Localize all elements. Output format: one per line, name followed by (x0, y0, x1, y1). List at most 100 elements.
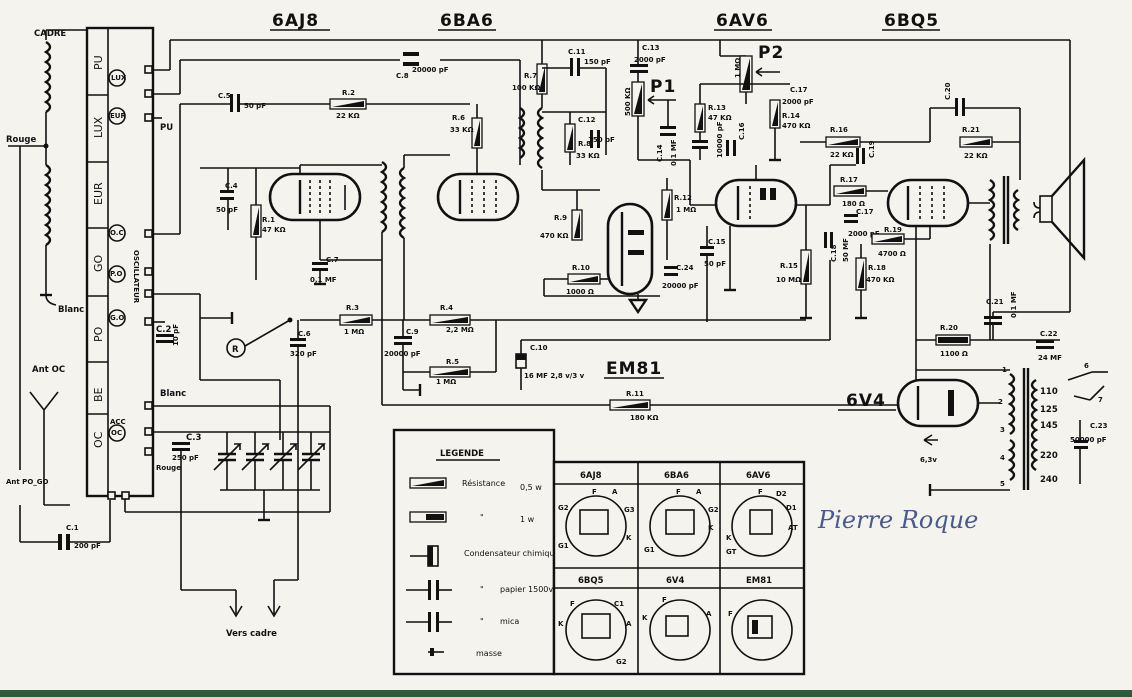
band-switch: PU LUX EUR GO PO BE OC LUX EUR O.C P.O G… (85, 26, 186, 500)
c14-val: 0,1 MF (670, 139, 678, 166)
p2-val: 1 MΩ (734, 58, 742, 78)
pin-6v4-f: F (662, 596, 667, 604)
r14-val: 470 KΩ (782, 122, 810, 130)
c8-val: 20000 pF (412, 66, 449, 74)
p1-val: 500 KΩ (624, 88, 632, 116)
pin-6av6-d1: D1 (786, 504, 797, 512)
c1-val: 200 pF (74, 542, 101, 550)
pin-6: 6 (1084, 362, 1089, 370)
c7-ref: C.7 (326, 256, 339, 264)
coil-lux: LUX (111, 74, 127, 82)
c12-val: 150 pF (588, 136, 615, 144)
band-eur: EUR (92, 182, 105, 205)
r6-ref: R.6 (452, 114, 465, 122)
r16-ref: R.16 (830, 126, 848, 134)
c3-val: 250 pF (172, 454, 199, 462)
c18-val: 2000 pF (848, 230, 880, 238)
pin-1: 1 (1002, 366, 1007, 374)
pin-6ba6-f: F (676, 488, 681, 496)
legend-sub-3: papier 1500v (500, 585, 553, 594)
legend-label-2: Condensateur chimique (464, 549, 560, 558)
r7-val: 100 KΩ (512, 84, 540, 92)
r2-ref: R.2 (342, 89, 355, 97)
c10-ref: C.10 (530, 344, 548, 352)
cadre-label: CADRE (34, 29, 66, 39)
pin-6av6-gt: GT (726, 548, 737, 556)
vers-cadre-label: Vers cadre (226, 629, 277, 639)
base-6bq5: F C1 A G2 K (558, 599, 632, 666)
r4-ref: R.4 (440, 304, 453, 312)
c15-val: 50 pF (704, 260, 726, 268)
tube-title-6bq5: 6BQ5 (884, 11, 939, 31)
c8-ref: C.8 (396, 72, 409, 80)
pinout-title-6bq5: 6BQ5 (578, 576, 604, 586)
tap-145: 145 (1040, 421, 1058, 431)
c15-ref: C.15 (708, 238, 726, 246)
c5-ref: C.5 (218, 92, 231, 100)
c6-val: 320 pF (290, 350, 317, 358)
r19-val: 4700 Ω (878, 250, 906, 258)
pin-4: 4 (1000, 454, 1005, 462)
pinout-table: 6AJ8 6BA6 6AV6 6BQ5 6V4 EM81 F A G3 K G2… (552, 460, 806, 676)
em81-indicator: R.12 1 MΩ R.9 470 KΩ R.10 1000 Ω C.24 20… (540, 178, 726, 322)
pin-6aj8-g3: G3 (624, 506, 635, 514)
base-6av6: F D2 D1 AT K GT (726, 488, 798, 557)
c14-capacitor: C.14 0,1 MF (656, 100, 678, 166)
osc-label: OSCILLATEUR (132, 250, 140, 304)
r11-ref: R.11 (626, 390, 644, 398)
c24-ref: C.23 (1090, 422, 1108, 430)
c24-val: 50000 pF (1070, 436, 1107, 444)
r7-resistor: R.7 100 KΩ (512, 40, 548, 100)
c11-val: 150 pF (584, 58, 611, 66)
output-bias: R.17 180 Ω C.17 2000 pF R.19 4700 Ω R.18… (824, 176, 931, 320)
pin-6v4-a: A (706, 610, 712, 618)
tap-220: 220 (1040, 451, 1058, 461)
rouge-label-switch: Rouge (156, 464, 181, 472)
pinout-title-6ba6: 6BA6 (664, 471, 689, 481)
r18-ref: R.18 (868, 264, 886, 272)
tube-title-6av6: 6AV6 (716, 11, 769, 31)
c5-val: 50 pF (244, 102, 266, 110)
c7-val: 0,1 MF (310, 276, 337, 284)
r1-resistor: R.1 47 KΩ (200, 167, 300, 280)
c11-ref: C.11 (568, 48, 586, 56)
pin-5: 5 (1000, 480, 1005, 488)
pin-6ba6-k: K (708, 524, 714, 532)
band-pu: PU (92, 55, 105, 70)
c19-val: 50 MF (842, 238, 850, 262)
ant-oc-label: Ant OC (32, 365, 65, 375)
c10-val: 16 MF 2,8 v/3 v (524, 372, 585, 380)
legend-item-resistor-1w: " 1 w (409, 511, 535, 524)
r6-val: 33 KΩ (450, 126, 474, 134)
r17-val: 180 Ω (842, 200, 865, 208)
c2-val: 10 pF (172, 324, 180, 346)
r20-val: 1100 Ω (940, 350, 968, 358)
feedback-network: C.20 R.21 22 KΩ (929, 82, 1021, 180)
bottom-bar (0, 690, 1132, 697)
base-em81: F (728, 599, 793, 661)
pin-6aj8-k: K (626, 534, 632, 542)
pin-6ba6-g1: G1 (644, 546, 655, 554)
p1-volume: C.13 2000 pF 500 KΩ P1 (624, 40, 690, 161)
r4-val: 2,2 MΩ (446, 326, 474, 334)
top-wiring: C.8 20000 pF (153, 39, 1070, 165)
r12-val: 1 MΩ (676, 206, 696, 214)
pin-6bq5-a: A (626, 620, 632, 628)
tube-title-em81: EM81 (606, 359, 662, 379)
pinout-title-em81: EM81 (746, 576, 772, 586)
agc-network: R.3 1 MΩ R.4 2,2 MΩ C.9 20000 pF R.5 1 M… (200, 260, 898, 422)
r9-val: 470 KΩ (540, 232, 568, 240)
band-be: BE (92, 387, 105, 402)
pin-6bq5-g2: G2 (616, 658, 627, 666)
r13-val: 47 KΩ (708, 114, 732, 122)
c21-ref: C.20 (944, 82, 952, 100)
r10-val: 1000 Ω (566, 288, 594, 296)
r-marker: R (232, 345, 239, 355)
band-lux: LUX (92, 116, 105, 138)
antenna-oc: Ant OC Ant PO_GO (6, 365, 70, 506)
r2-area: C.5 50 pF R.2 22 KΩ (153, 89, 470, 235)
tap-110: 110 (1040, 387, 1058, 397)
r21-ref: R.21 (962, 126, 980, 134)
legend-label-4: " (480, 617, 484, 626)
c6-ref: C.6 (298, 330, 311, 338)
